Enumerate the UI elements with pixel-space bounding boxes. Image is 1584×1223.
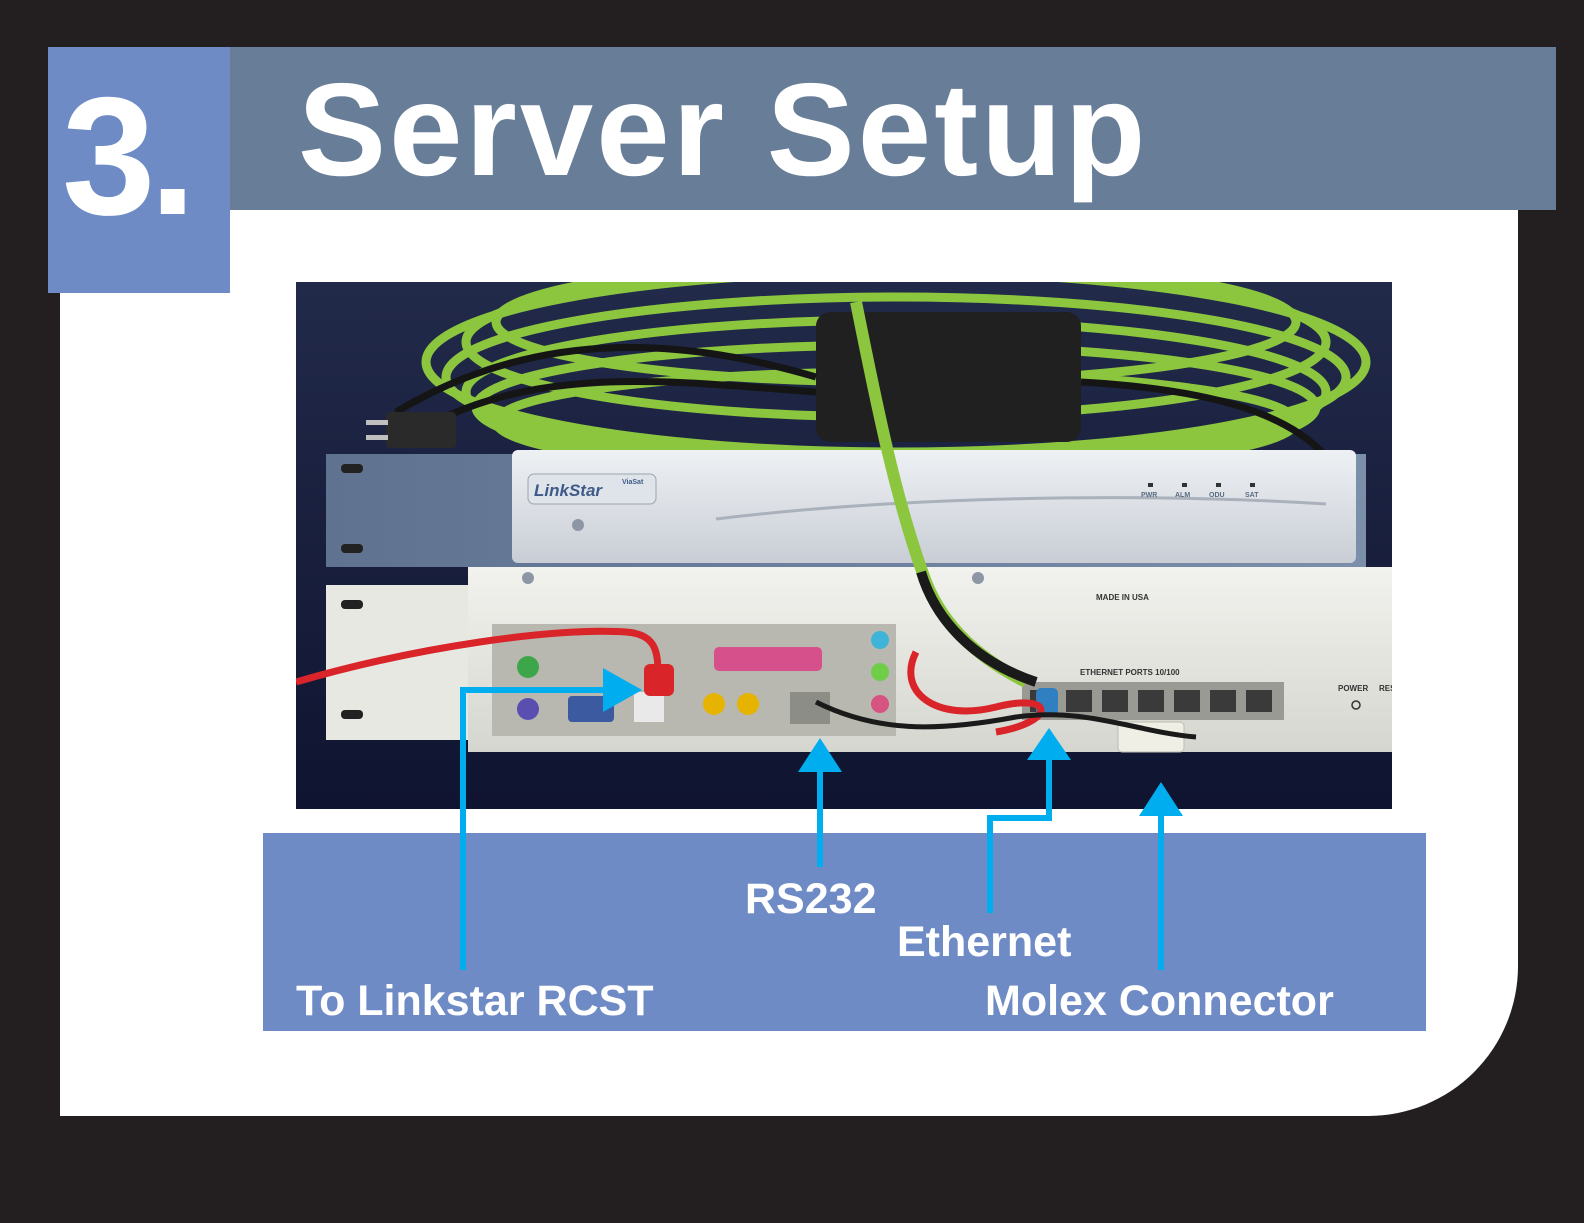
callout-panel <box>263 833 1426 1031</box>
router-led-labels: PWR ALM ODU SAT <box>1141 483 1259 499</box>
power-adapter <box>816 312 1081 442</box>
ethernet-label: Ethernet <box>897 918 1072 966</box>
page-title: Server Setup <box>298 56 1149 203</box>
linkstar-rcst-label: To Linkstar RCST <box>296 977 654 1025</box>
made-in-label: MADE IN USA <box>1096 593 1149 602</box>
power-label: POWER <box>1338 684 1368 693</box>
led-pwr-label: PWR <box>1141 492 1157 499</box>
molex-connector-label: Molex Connector <box>985 977 1334 1025</box>
reset-label: RES <box>1379 684 1392 693</box>
red-network-cable <box>296 627 1045 736</box>
server-unit: MADE IN USA ETHERNET PORTS 10/100 POWER … <box>326 519 1392 753</box>
step-number-box <box>48 47 230 293</box>
equipment-photo: LinkStar ViaSat PWR ALM ODU SAT <box>296 282 1392 809</box>
serial-cable <box>814 699 1197 740</box>
ac-plug <box>366 412 456 448</box>
led-alm-label: ALM <box>1175 492 1190 499</box>
equipment-illustration: LinkStar ViaSat PWR ALM ODU SAT <box>296 282 1392 809</box>
red-rj45-plug <box>644 664 674 696</box>
led-sat-label: SAT <box>1245 492 1259 499</box>
router-brand-label: LinkStar <box>534 481 603 500</box>
black-cable-lead <box>916 570 1038 687</box>
rs232-label: RS232 <box>745 875 877 923</box>
title-bar <box>230 47 1556 210</box>
linkstar-router: LinkStar ViaSat PWR ALM ODU SAT <box>326 450 1366 567</box>
led-odu-label: ODU <box>1209 492 1225 499</box>
step-number: 3. <box>62 62 196 250</box>
router-vendor-label: ViaSat <box>622 479 644 486</box>
ethernet-ports-label: ETHERNET PORTS 10/100 <box>1080 668 1180 677</box>
